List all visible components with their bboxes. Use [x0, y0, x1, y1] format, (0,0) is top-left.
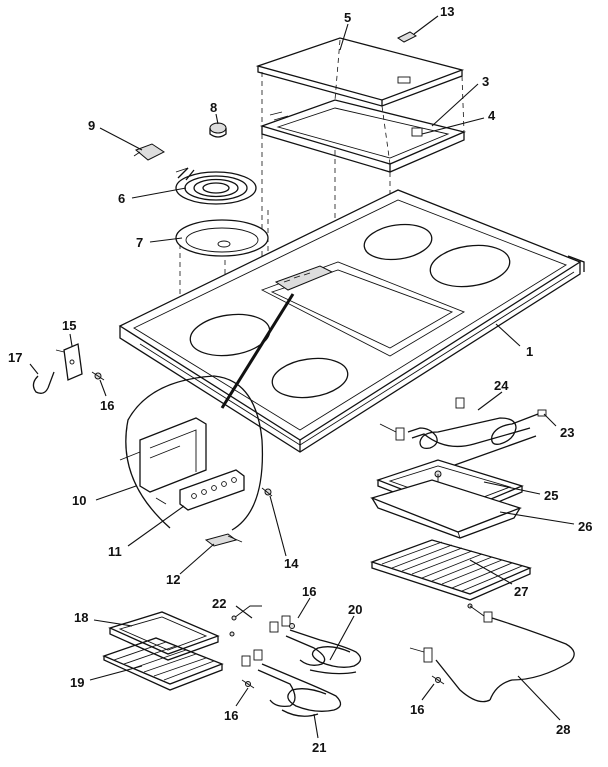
label-19: 19 — [70, 675, 84, 690]
part-16-screw-a — [91, 371, 105, 381]
part-21-element — [241, 649, 342, 717]
label-28: 28 — [556, 722, 570, 737]
label-27: 27 — [514, 584, 528, 599]
part-16-screw-b — [289, 623, 295, 629]
part-20-element — [269, 615, 362, 675]
part-16-screw-c — [241, 679, 255, 689]
label-22: 22 — [212, 596, 226, 611]
label-11: 11 — [108, 544, 122, 559]
part-18-pan — [108, 611, 220, 661]
label-23: 23 — [560, 425, 574, 440]
label-15: 15 — [62, 318, 76, 333]
detail-view — [119, 293, 295, 547]
label-17: 17 — [8, 350, 22, 365]
label-12: 12 — [166, 572, 180, 587]
part-19-rack — [102, 637, 224, 691]
part-1-cooktop — [118, 189, 585, 453]
label-25: 25 — [544, 488, 558, 503]
part-27-oven-rack — [370, 539, 532, 601]
part-3-4-tray — [259, 99, 467, 173]
part-22-wire — [229, 605, 262, 637]
label-10: 10 — [72, 493, 86, 508]
part-9-terminal — [133, 143, 165, 161]
label-13: 13 — [440, 4, 454, 19]
leader-lines — [29, 15, 575, 739]
label-4: 4 — [488, 108, 496, 123]
label-16a: 16 — [100, 398, 114, 413]
label-21: 21 — [312, 740, 326, 755]
label-20: 20 — [348, 602, 362, 617]
part-labels: 5 13 3 4 8 9 6 7 1 15 17 16 10 11 12 14 … — [8, 4, 592, 755]
part-7-drip-bowl — [175, 219, 269, 257]
label-18: 18 — [74, 610, 88, 625]
part-15-bracket — [55, 343, 83, 381]
label-6: 6 — [118, 191, 125, 206]
label-8: 8 — [210, 100, 217, 115]
part-13-clip — [397, 31, 417, 43]
label-16c: 16 — [224, 708, 238, 723]
label-5: 5 — [344, 10, 351, 25]
label-14: 14 — [284, 556, 299, 571]
label-3: 3 — [482, 74, 489, 89]
part-17-hook — [32, 371, 55, 394]
label-24: 24 — [494, 378, 509, 393]
label-7: 7 — [136, 235, 143, 250]
part-23-24-bake-element — [379, 397, 547, 468]
part-16-screw-d — [431, 675, 445, 685]
label-9: 9 — [88, 118, 95, 133]
label-16b: 16 — [302, 584, 316, 599]
part-28-sensor — [409, 603, 575, 703]
part-5-cover — [255, 37, 465, 107]
label-16d: 16 — [410, 702, 424, 717]
label-26: 26 — [578, 519, 592, 534]
label-1: 1 — [526, 344, 533, 359]
part-6-coil-element — [175, 167, 257, 205]
part-8-knob — [209, 122, 227, 138]
